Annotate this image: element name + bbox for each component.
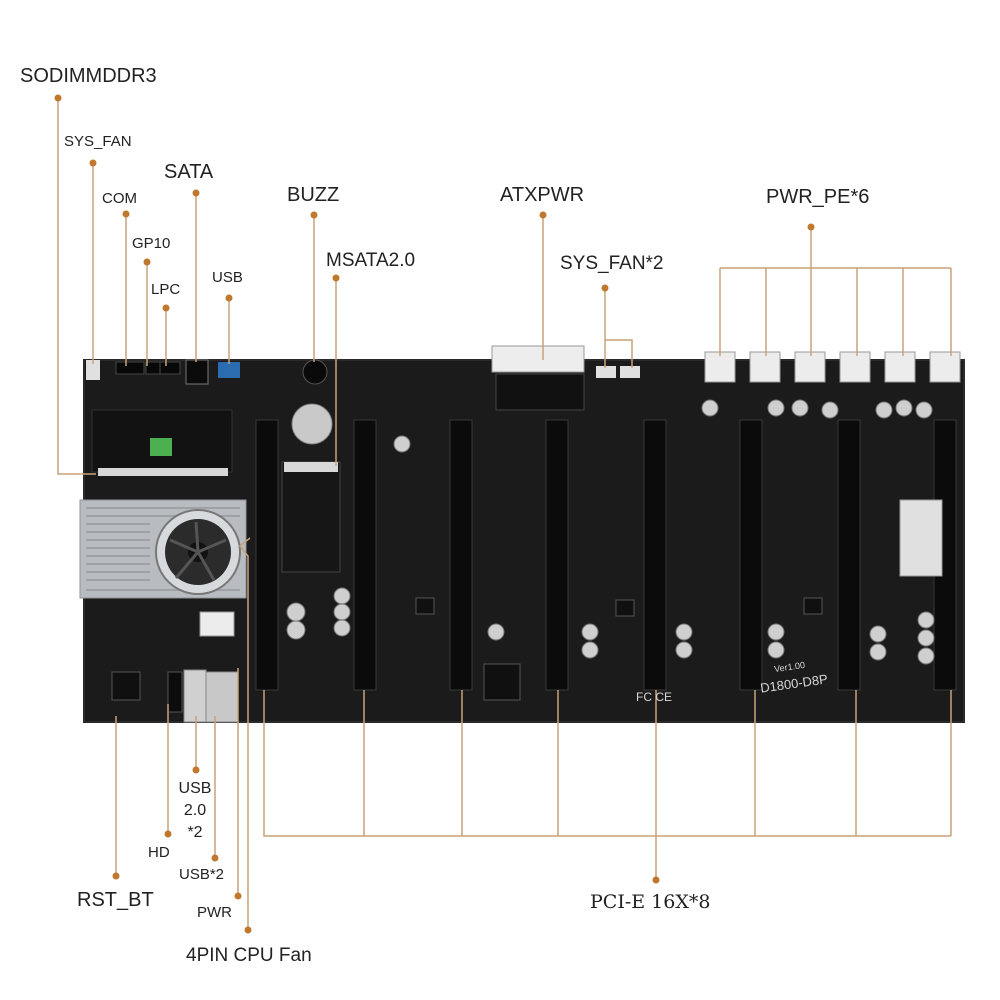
lan-port — [205, 671, 239, 723]
label-buzz: BUZZ — [287, 184, 340, 206]
label-usb20-line1: USB — [178, 780, 212, 797]
label-sys-fan: SYS_FAN — [64, 133, 132, 150]
label-pwr: PWR — [197, 904, 232, 921]
label-sticker — [899, 499, 943, 577]
label-usb-2: USB*2 — [179, 866, 225, 883]
label-usb20-line2: 2.0 — [183, 802, 207, 819]
label-usb20-line3: *2 — [187, 824, 203, 841]
capacitors — [286, 399, 935, 665]
atx-power-connector — [491, 345, 585, 411]
label-hd: HD — [148, 844, 170, 861]
label-sys-fan-2: SYS_FAN*2 — [560, 253, 664, 274]
label-usb20: USB 2.0 *2 — [172, 778, 218, 844]
label-gp10: GP10 — [132, 235, 171, 252]
cert-marks: FC CE — [636, 690, 672, 704]
label-pwr-pe: PWR_PE*6 — [766, 186, 870, 208]
buzzer — [302, 359, 328, 385]
hd-connector — [167, 671, 183, 713]
cpu-heatsink — [79, 499, 247, 599]
leader-dots — [54, 94, 815, 934]
sys-fan-header-1 — [596, 366, 616, 378]
label-rst-bt: RST_BT — [77, 889, 154, 911]
usb-header — [218, 362, 240, 378]
lpc-header — [159, 361, 181, 375]
usb-2-ports — [183, 669, 207, 723]
cmos-battery — [291, 403, 333, 445]
label-lpc: LPC — [151, 281, 181, 298]
com-header — [115, 361, 145, 375]
label-pcie: PCI-E 16X*8 — [590, 891, 711, 913]
label-cpu-fan: 4PIN CPU Fan — [186, 945, 312, 966]
label-sata: SATA — [164, 161, 214, 183]
leader-lines — [57, 98, 952, 930]
pwr-pe-connectors — [704, 351, 961, 383]
label-usb: USB — [212, 269, 243, 286]
chips — [111, 597, 823, 701]
label-atxpwr: ATXPWR — [500, 184, 585, 206]
pcie-slots — [255, 419, 957, 691]
sata-connector — [185, 359, 209, 385]
sodimm-slot — [91, 409, 233, 476]
cpu-power-connector — [199, 611, 235, 637]
label-sodimm: SODIMMDDR3 — [20, 65, 157, 87]
sys-fan-header-2 — [620, 366, 640, 378]
label-msata: MSATA2.0 — [326, 250, 416, 271]
msata-slot — [281, 461, 341, 573]
sys-fan-header — [86, 360, 100, 380]
label-com: COM — [102, 190, 137, 207]
